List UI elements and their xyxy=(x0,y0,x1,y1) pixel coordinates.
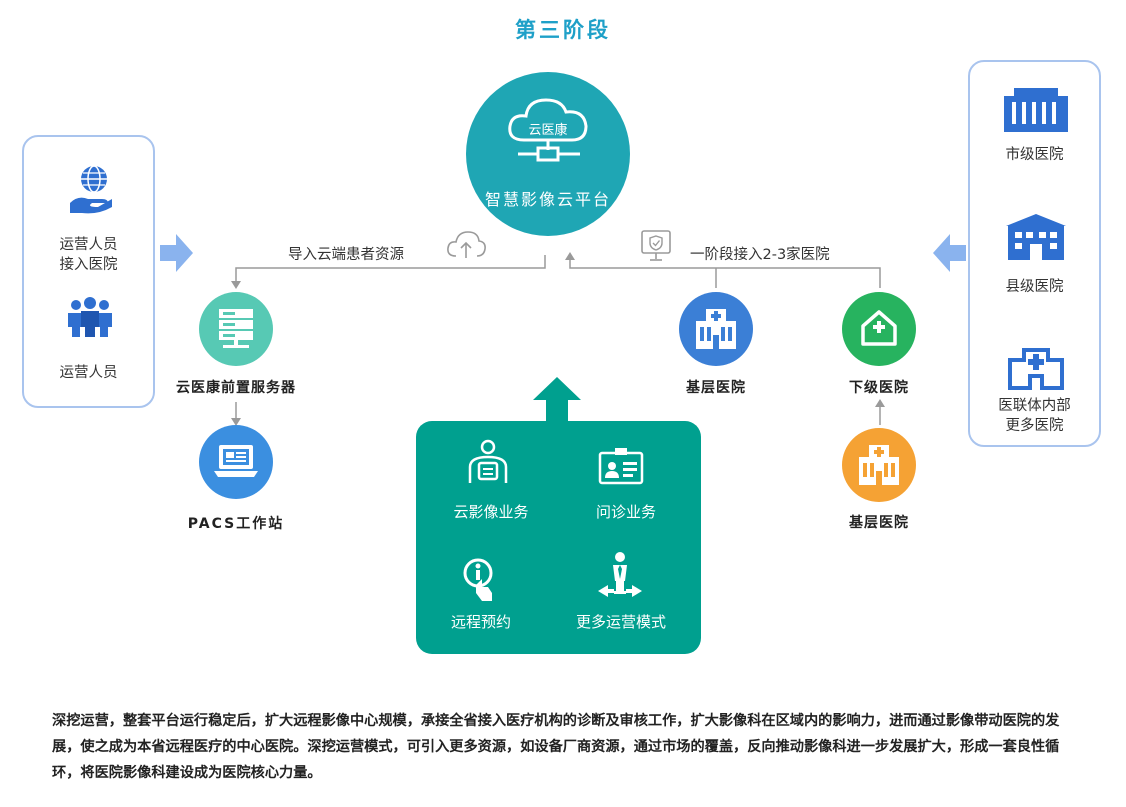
alliance-hospital-label: 医联体内部 更多医院 xyxy=(998,398,1071,434)
cloud-upload-icon xyxy=(447,231,486,258)
services-box: 云影像业务 问诊业务 远程预约 更多运营模式 xyxy=(416,421,701,654)
county-hospital-label: 县级医院 xyxy=(1005,279,1064,295)
lower-hospital-label: 下级医院 xyxy=(849,380,909,396)
server-icon xyxy=(219,309,253,348)
people-group-icon xyxy=(68,297,112,337)
service-label: 远程预约 xyxy=(450,613,511,631)
alliance-hospital-icon xyxy=(1008,348,1064,390)
service-label: 云影像业务 xyxy=(453,503,529,521)
pacs-label: PACS工作站 xyxy=(187,516,285,532)
hub-label: 智慧影像云平台 xyxy=(484,190,611,209)
service-label: 更多运营模式 xyxy=(575,613,666,631)
base-hospital-node xyxy=(679,292,753,366)
up-arrow-icon xyxy=(533,377,581,425)
city-hospital-icon xyxy=(1004,88,1068,132)
hub-circle: 云医康 智慧影像云平台 xyxy=(466,72,630,236)
lower-hospital-node xyxy=(842,292,916,366)
left-arrow-icon xyxy=(933,234,966,272)
person-arrows-icon xyxy=(598,552,642,597)
pacs-node xyxy=(199,425,273,499)
left-panel: 运营人员 接入医院 运营人员 xyxy=(22,135,155,408)
right-caption: 一阶段接入2-3家医院 xyxy=(690,247,830,263)
laptop-icon xyxy=(214,445,258,477)
base-hospital-label: 基层医院 xyxy=(686,380,746,396)
right-panel: 市级医院 县级医院 医联体内部 更多医院 xyxy=(968,60,1101,447)
globe-hand-icon xyxy=(70,165,112,214)
hospital-building-icon xyxy=(859,445,899,485)
id-card-icon xyxy=(598,448,644,485)
info-touch-icon xyxy=(463,558,493,601)
left-caption: 导入云端患者资源 xyxy=(288,247,404,263)
right-arrow-icon xyxy=(160,234,193,272)
server-label: 云医康前置服务器 xyxy=(176,380,296,396)
page-title: 第三阶段 xyxy=(515,18,611,42)
monitor-shield-icon xyxy=(641,230,671,261)
cloud-label: 云医康 xyxy=(528,123,568,138)
base-hospital-2-node xyxy=(842,428,916,502)
service-label: 问诊业务 xyxy=(595,503,656,521)
hospital-building-icon xyxy=(696,309,736,349)
doctor-icon xyxy=(468,439,508,483)
city-hospital-label: 市级医院 xyxy=(1005,147,1064,163)
cloud-network-icon xyxy=(508,98,588,162)
operator-access-label: 运营人员 接入医院 xyxy=(59,237,118,273)
server-node xyxy=(199,292,273,366)
home-cross-icon xyxy=(861,310,897,346)
base-hospital-2-label: 基层医院 xyxy=(849,515,909,531)
county-hospital-icon xyxy=(1006,214,1066,260)
operator-label: 运营人员 xyxy=(59,365,118,381)
description-text: 深挖运营，整套平台运行稳定后，扩大远程影像中心规模，承接全省接入医疗机构的诊断及… xyxy=(52,713,1060,781)
